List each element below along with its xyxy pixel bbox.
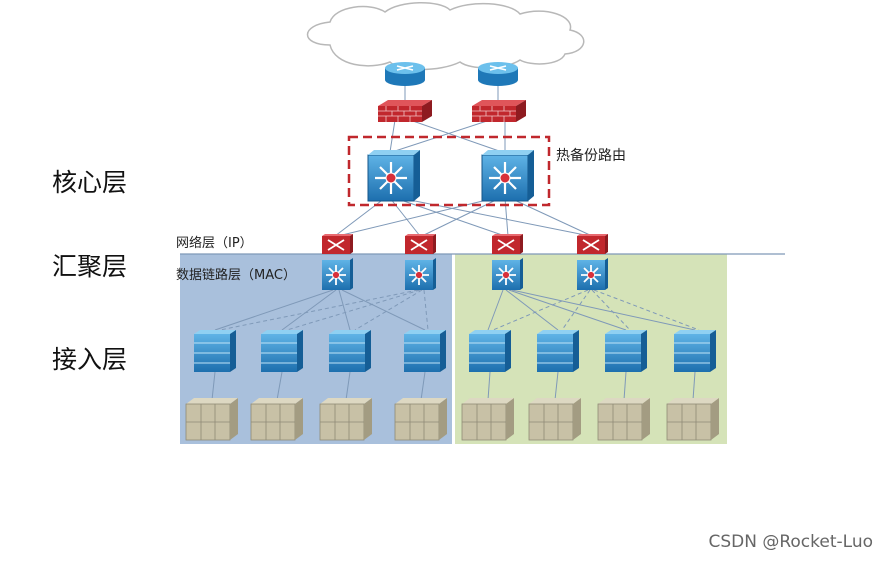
server-icon <box>250 398 303 441</box>
server-icon <box>394 398 447 441</box>
access-switches <box>194 330 716 372</box>
access-switch-icon <box>329 330 371 372</box>
aggregation-switch-icon <box>405 258 436 290</box>
server-icon <box>666 398 719 441</box>
core-layer-label: 核心层 <box>52 168 128 197</box>
server-icon <box>528 398 581 441</box>
aggregation-router-icon <box>405 234 436 254</box>
aggregation-router-icon <box>492 234 523 254</box>
core-switch-icon <box>367 150 420 202</box>
access-switch-icon <box>261 330 303 372</box>
aggregation-switch-icon <box>322 258 353 290</box>
network-layer-label: 网络层（IP） <box>176 236 253 251</box>
access-switch-icon <box>674 330 716 372</box>
hot-standby-box <box>347 135 551 207</box>
access-switch-icon <box>605 330 647 372</box>
access-switch-icon <box>194 330 236 372</box>
core-switch-icon <box>481 150 534 202</box>
firewall-icon <box>472 100 526 122</box>
hot-standby-label: 热备份路由 <box>556 148 626 164</box>
server-icon <box>461 398 514 441</box>
router-icon <box>385 62 425 86</box>
access-switch-icon <box>537 330 579 372</box>
access-switch-icon <box>404 330 446 372</box>
aggregation-layer-label: 汇聚层 <box>52 252 128 281</box>
standby-link-lines <box>219 289 700 331</box>
server-icon <box>319 398 372 441</box>
access-layer-label: 接入层 <box>52 345 128 374</box>
data-link-layer-label: 数据链路层（MAC） <box>176 268 296 283</box>
server-icon <box>597 398 650 441</box>
router-icon <box>478 62 518 86</box>
access-switch-icon <box>469 330 511 372</box>
aggregation-switch-icon <box>492 258 523 290</box>
server-icon <box>185 398 238 441</box>
firewall-icon <box>378 100 432 122</box>
servers <box>185 398 719 441</box>
cloud-icon <box>307 2 585 71</box>
aggregation-switch-icon <box>577 258 608 290</box>
watermark: CSDN @Rocket-Luo <box>708 532 873 552</box>
aggregation-router-icon <box>577 234 608 254</box>
aggregation-router-icon <box>322 234 353 254</box>
